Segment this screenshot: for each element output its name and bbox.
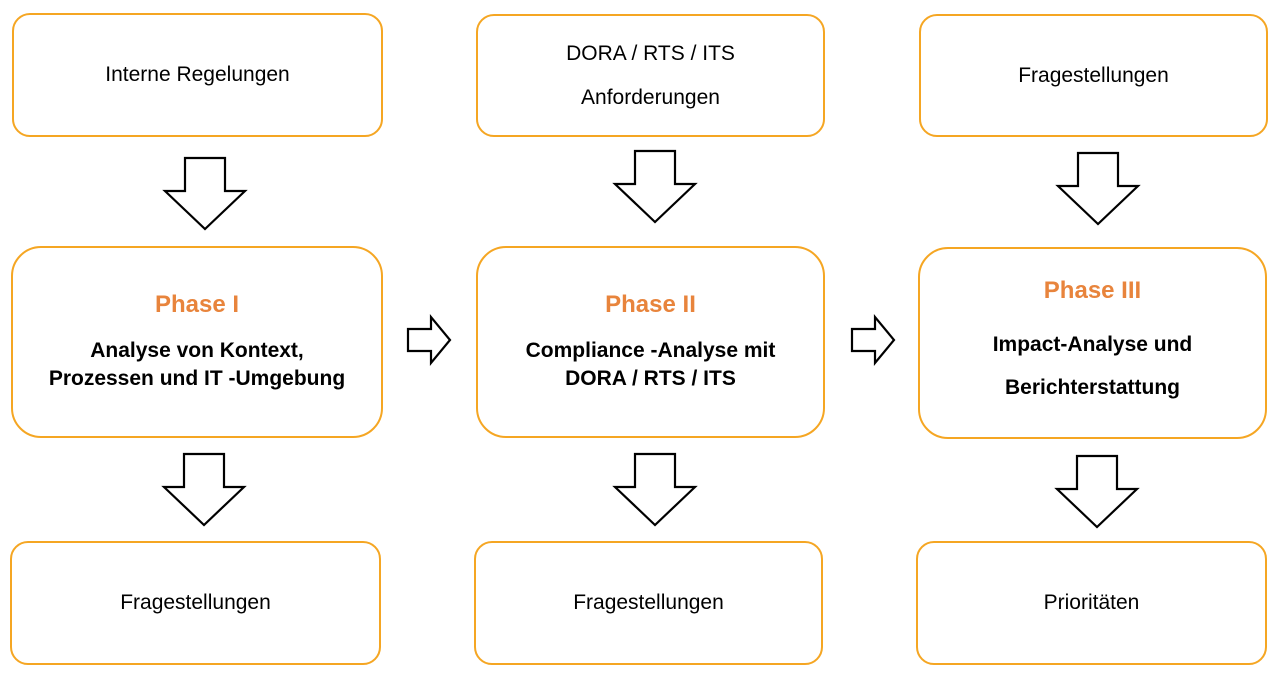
input-box-3: Fragestellungen (919, 14, 1268, 137)
down-arrow-icon (161, 452, 247, 527)
phase-title-3: Phase III (1043, 277, 1142, 304)
phase-description-line: Compliance -Analyse mit (525, 339, 776, 362)
down-arrow-icon (1055, 151, 1141, 226)
phase-box-1: Phase I Analyse von Kontext, Prozessen u… (11, 246, 383, 438)
input-text-line: DORA / RTS / ITS (566, 41, 735, 65)
output-box-1: Fragestellungen (10, 541, 381, 665)
output-text-1: Fragestellungen (120, 591, 271, 614)
phase-description-line: Berichterstattung (1004, 376, 1180, 399)
phase-title-2: Phase II (605, 291, 696, 318)
input-text-line: Anforderungen (581, 85, 720, 109)
down-arrow-icon (162, 156, 248, 231)
phase-box-2: Phase II Compliance -Analyse mit DORA / … (476, 246, 825, 438)
input-box-1: Interne Regelungen (12, 13, 383, 137)
input-text-3: Fragestellungen (1018, 63, 1169, 87)
output-text-2: Fragestellungen (573, 591, 724, 614)
down-arrow-icon (612, 452, 698, 527)
phase-description-line: DORA / RTS / ITS (565, 367, 736, 390)
output-text-3: Prioritäten (1043, 591, 1140, 614)
output-box-2: Fragestellungen (474, 541, 823, 665)
output-box-3: Prioritäten (916, 541, 1267, 665)
phase-description-1: Analyse von Kontext, Prozessen und IT -U… (49, 337, 345, 393)
input-box-2: DORA / RTS / ITS Anforderungen (476, 14, 825, 137)
down-arrow-icon (1054, 454, 1140, 529)
input-text-1: Interne Regelungen (105, 63, 290, 86)
right-arrow-icon (850, 313, 896, 367)
down-arrow-icon (612, 149, 698, 224)
phase-description-line: Prozessen und IT -Umgebung (48, 367, 346, 390)
phase-box-3: Phase III Impact-Analyse und Berichterst… (918, 247, 1267, 439)
input-text-2: DORA / RTS / ITS Anforderungen (566, 32, 735, 120)
phase-description-line: Analyse von Kontext, (90, 339, 304, 362)
phase-description-line: Impact-Analyse und (992, 333, 1193, 356)
phase-description-3: Impact-Analyse und Berichterstattung (993, 323, 1193, 409)
right-arrow-icon (406, 313, 452, 367)
phase-description-2: Compliance -Analyse mit DORA / RTS / ITS (526, 337, 776, 393)
phase-title-1: Phase I (154, 291, 240, 318)
